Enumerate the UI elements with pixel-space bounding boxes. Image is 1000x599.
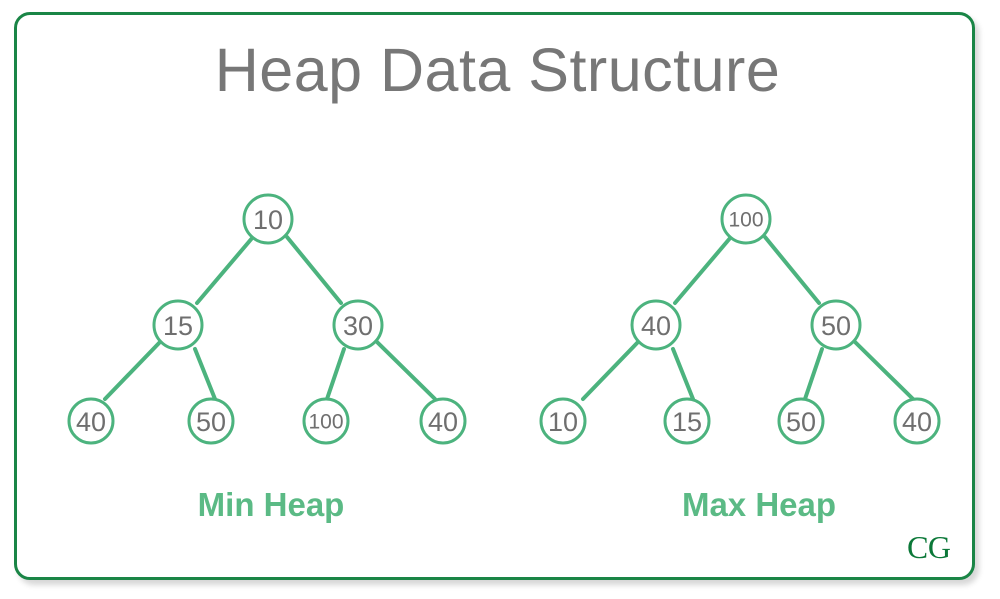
max-heap-node-leaf-2: 50 xyxy=(777,397,825,445)
geeksforgeeks-logo: ƆG xyxy=(907,529,951,565)
max-edge-50-left xyxy=(803,347,824,401)
max-heap-node-leaf-1: 15 xyxy=(663,397,711,445)
max-edge-root-right xyxy=(763,235,821,305)
max-heap-node-root-label: 100 xyxy=(728,209,763,232)
max-heap-caption: Max Heap xyxy=(681,486,837,523)
min-edge-15-right xyxy=(193,347,217,401)
min-heap-node-l2-0-label: 15 xyxy=(163,311,193,341)
page-title: Heap Data Structure xyxy=(214,36,781,104)
min-heap-caption: Min Heap xyxy=(197,486,345,523)
max-heap-node-l2-0-label: 40 xyxy=(641,311,671,341)
min-heap-node-l2-1-label: 30 xyxy=(343,311,373,341)
min-heap-node-leaf-3: 40 xyxy=(419,397,467,445)
min-heap-tree: 10 15 30 40 50 xyxy=(67,193,467,445)
min-heap-node-leaf-0: 40 xyxy=(67,397,115,445)
content-frame: Heap Data Structure 10 15 xyxy=(14,12,975,580)
max-edge-root-left xyxy=(673,235,733,305)
min-heap-node-root: 10 xyxy=(242,193,294,245)
min-heap-node-leaf-2: 100 xyxy=(302,397,350,445)
min-heap-node-leaf-0-label: 40 xyxy=(76,407,106,437)
min-heap-node-root-label: 10 xyxy=(253,205,283,235)
logo-mirrored-g-icon: Ɔ xyxy=(907,529,928,565)
min-edge-15-left xyxy=(103,339,163,401)
max-heap-node-l2-1: 50 xyxy=(810,299,862,351)
max-heap-node-leaf-1-label: 15 xyxy=(672,407,702,437)
min-edge-30-right xyxy=(374,339,437,401)
min-edge-root-left xyxy=(195,235,255,305)
min-heap-node-leaf-1-label: 50 xyxy=(196,407,226,437)
max-heap-node-leaf-0-label: 10 xyxy=(548,407,578,437)
max-heap-node-l2-1-label: 50 xyxy=(821,311,851,341)
max-heap-node-l2-0: 40 xyxy=(630,299,682,351)
heap-diagram: 10 15 30 40 50 xyxy=(67,193,941,445)
min-heap-node-l2-0: 15 xyxy=(152,299,204,351)
max-heap-node-leaf-3: 40 xyxy=(893,397,941,445)
min-heap-node-l2-1: 30 xyxy=(332,299,384,351)
max-heap-tree: 100 40 50 10 15 xyxy=(539,193,941,445)
min-heap-node-leaf-1: 50 xyxy=(187,397,235,445)
max-edge-40-left xyxy=(581,339,641,401)
max-edge-40-right xyxy=(671,347,695,401)
min-heap-node-leaf-3-label: 40 xyxy=(428,407,458,437)
min-edge-30-left xyxy=(325,347,346,401)
max-edge-50-right xyxy=(852,339,915,401)
max-heap-node-root: 100 xyxy=(720,193,772,245)
max-heap-node-leaf-0: 10 xyxy=(539,397,587,445)
max-heap-node-leaf-2-label: 50 xyxy=(786,407,816,437)
min-heap-node-leaf-2-label: 100 xyxy=(308,411,343,434)
max-heap-node-leaf-3-label: 40 xyxy=(902,407,932,437)
min-edge-root-right xyxy=(285,235,343,305)
logo-g-icon: G xyxy=(927,529,951,565)
